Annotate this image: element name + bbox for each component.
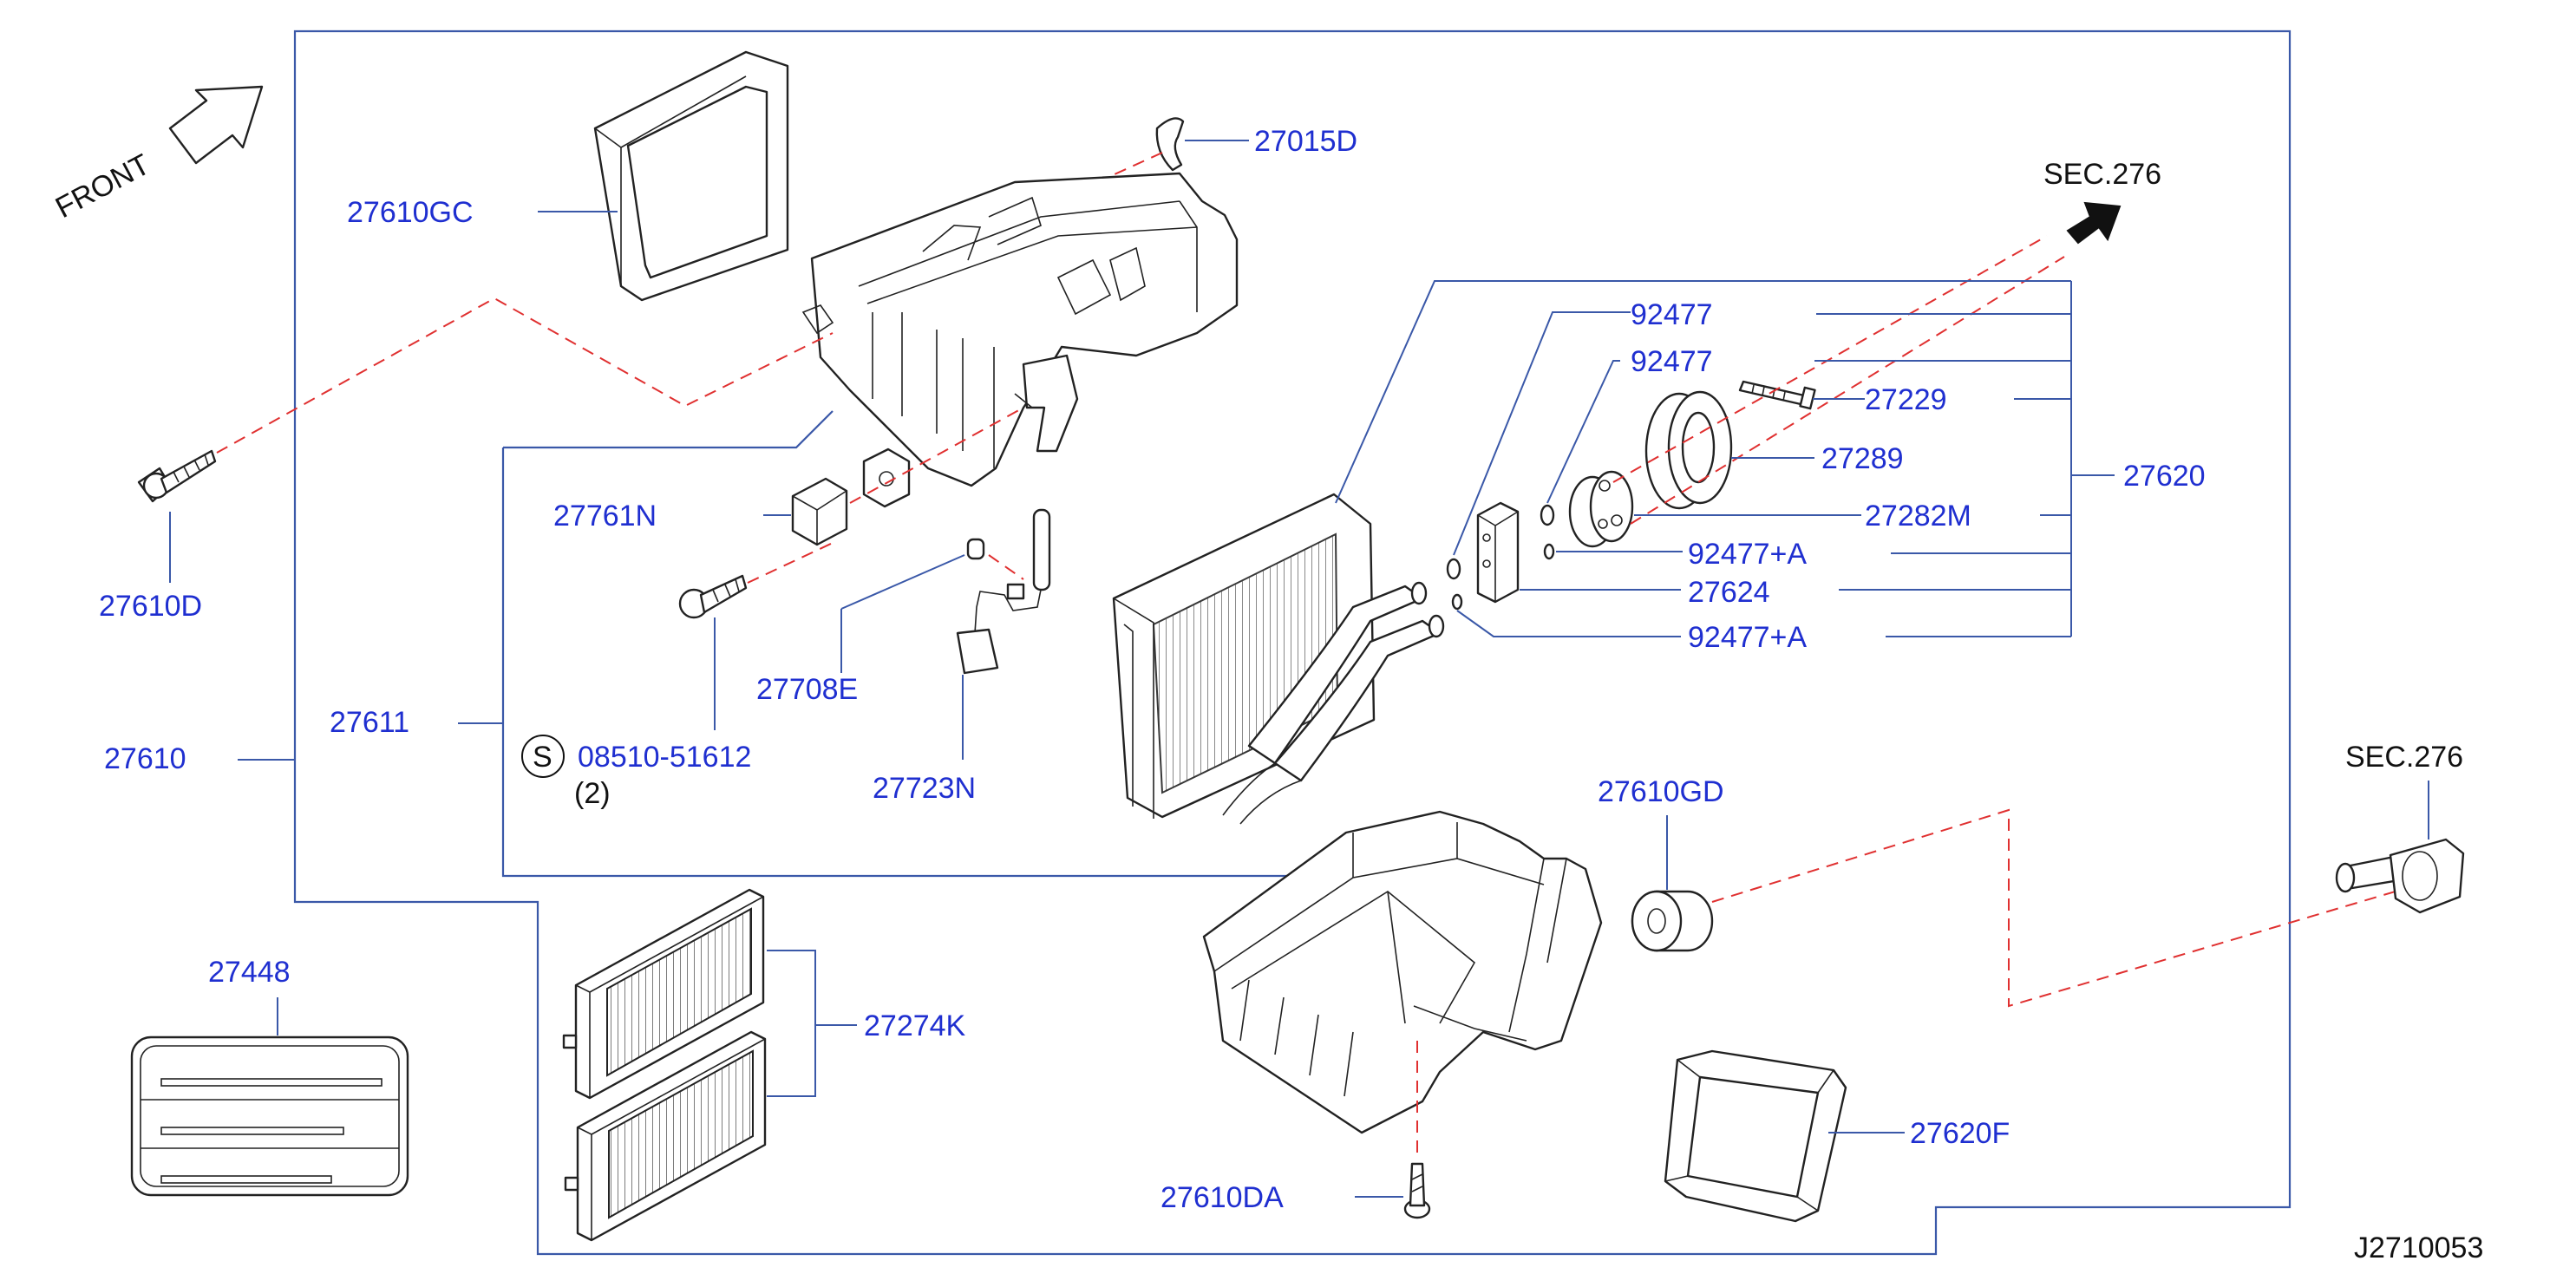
label-27282m: 27282M	[1865, 500, 1971, 532]
label-27610d: 27610D	[99, 590, 202, 623]
label-08510-51612: 08510-51612	[578, 741, 751, 774]
block-27282m-part	[1568, 470, 1634, 548]
label-27274k: 27274K	[864, 1009, 966, 1042]
label-27761n: 27761N	[553, 500, 657, 532]
s-mark-text: S	[533, 741, 552, 774]
dashed-27761n	[849, 407, 1024, 504]
front-arrow-icon	[168, 85, 264, 165]
screw-08510-part	[678, 574, 748, 619]
label-27611: 27611	[330, 706, 409, 739]
drawing-code: J2710053	[2354, 1231, 2483, 1264]
label-sec-276-lower: SEC.276	[2345, 741, 2463, 774]
grille-27448-part	[130, 1035, 409, 1197]
leader-92477-a	[1453, 311, 1631, 556]
dashed-sec-276-lower	[1711, 808, 2431, 1008]
label-27620: 27620	[2123, 460, 2206, 493]
label-27723n: 27723N	[873, 772, 976, 805]
lower-case-housing-part	[1202, 810, 1603, 1134]
sensor-27723n-part	[956, 508, 1051, 675]
leader-92477-b	[1546, 360, 1620, 504]
o-ring-92477a-2-part	[1451, 593, 1463, 611]
label-27610gd: 27610GD	[1598, 775, 1724, 808]
assembly-frame-27611	[501, 410, 1353, 878]
o-ring-92477a-1-part	[1543, 543, 1555, 560]
bolt-27229-part	[1738, 380, 1816, 410]
seal-frame-27620f-part	[1664, 1049, 1847, 1223]
upper-case-housing-part	[801, 172, 1239, 487]
bracket-27274k	[767, 950, 857, 1097]
label-92477-a: 92477	[1631, 298, 1713, 331]
filter-27274k-upper-part	[562, 888, 765, 1100]
resistor-27761n-part	[791, 448, 911, 546]
leader-27708e-a	[840, 554, 965, 610]
filter-frame-27610gc-part	[593, 50, 789, 302]
screw-27610d-part	[137, 449, 217, 503]
sec-276-arrow-icon	[2066, 201, 2122, 245]
label-27289: 27289	[1821, 442, 1904, 475]
leader-92477a-2	[1456, 610, 1681, 637]
label-92477-b: 92477	[1631, 345, 1713, 378]
label-27708e: 27708E	[756, 673, 858, 706]
insulator-27289-part	[1644, 390, 1733, 510]
screw-27610da-part	[1403, 1162, 1431, 1219]
label-27229: 27229	[1865, 383, 1947, 416]
grommet-27610gd-part	[1631, 890, 1714, 952]
label-27620f: 27620F	[1910, 1117, 2010, 1150]
label-92477a-1: 92477+A	[1688, 538, 1807, 571]
filter-27274k-lower-part	[564, 1030, 767, 1242]
dashed-27015d	[1104, 152, 1163, 180]
dashed-27620-upper	[1612, 235, 2065, 525]
label-sec-276-upper: SEC.276	[2043, 158, 2161, 191]
label-27610da: 27610DA	[1161, 1181, 1284, 1214]
label-qty-2: (2)	[574, 777, 611, 810]
dashed-27723n	[988, 554, 1024, 580]
clip-27015d-part	[1155, 117, 1185, 172]
label-27610: 27610	[104, 742, 186, 775]
dashed-08510	[747, 542, 834, 584]
label-27610gc: 27610GC	[347, 196, 474, 229]
s-mark-icon	[521, 735, 565, 778]
label-27624: 27624	[1688, 576, 1770, 609]
leader-evaporator	[1335, 280, 2071, 504]
drain-connector-part	[2335, 838, 2465, 914]
label-27448: 27448	[208, 956, 291, 989]
sensor-27708e-part	[966, 538, 985, 560]
dashed-27610d	[216, 297, 834, 454]
expansion-valve-27624-part	[1476, 501, 1520, 604]
label-92477a-2: 92477+A	[1688, 621, 1807, 654]
o-ring-92477-b-part	[1540, 504, 1555, 526]
o-ring-92477-a-part	[1446, 558, 1461, 580]
evaporator-core-part	[1112, 493, 1445, 825]
front-label: FRONT	[50, 148, 155, 225]
label-27015d: 27015D	[1254, 125, 1357, 158]
assembly-frame-27610	[293, 29, 2292, 1256]
